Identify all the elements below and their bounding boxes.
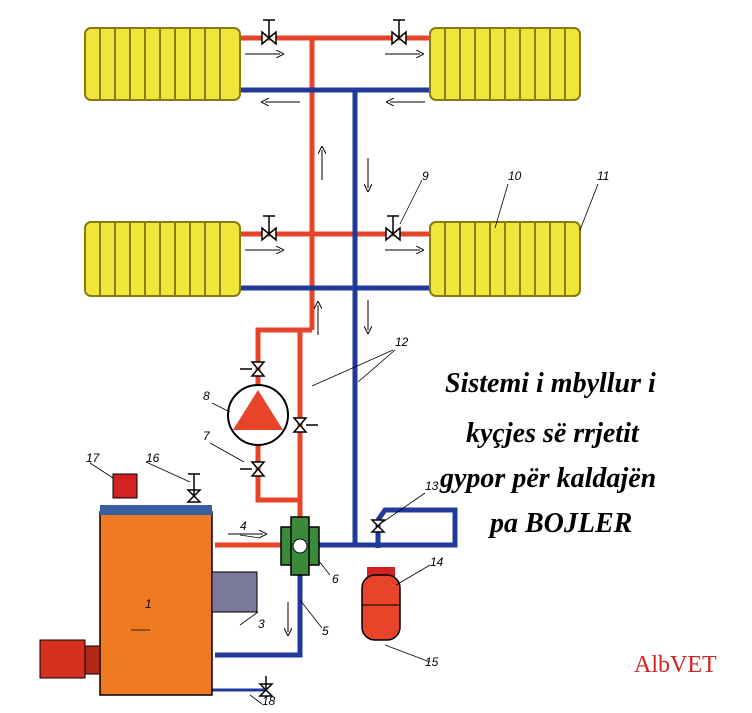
svg-text:16: 16 (146, 451, 160, 465)
safety-valve-16 (186, 473, 202, 503)
leader-lines (89, 179, 599, 705)
burner (211, 571, 258, 613)
svg-text:7: 7 (203, 429, 211, 443)
circulation-pump (227, 384, 289, 446)
boiler (99, 505, 213, 696)
svg-text:9: 9 (422, 169, 429, 183)
svg-text:3: 3 (258, 617, 265, 631)
svg-text:6: 6 (332, 572, 339, 586)
svg-text:14: 14 (430, 555, 444, 569)
radiator-top-left (84, 27, 241, 101)
return-pipes (215, 87, 458, 658)
radiator-bottom-right (429, 221, 581, 297)
svg-text:12: 12 (395, 335, 409, 349)
svg-text:1: 1 (145, 597, 152, 611)
callout-numbers: 1 3 4 5 6 7 8 9 10 11 12 13 14 15 16 17 … (86, 169, 609, 708)
svg-text:11: 11 (597, 169, 609, 183)
inlet-valve-18 (258, 676, 274, 697)
title-line-3: gypor për kaldajën (440, 463, 657, 494)
title-line-2: kyçjes së rrjetit (466, 418, 639, 449)
thermometer-17 (112, 473, 138, 499)
svg-text:18: 18 (262, 694, 276, 708)
expansion-tank (361, 567, 401, 641)
radiator-valves (261, 19, 407, 242)
title-line-1: Sistemi i mbyllur i (445, 368, 656, 399)
svg-text:10: 10 (508, 169, 522, 183)
burner-fan (39, 639, 101, 679)
flow-arrows (228, 54, 425, 632)
svg-text:8: 8 (203, 389, 210, 403)
pump-valves (240, 361, 318, 477)
svg-text:15: 15 (425, 655, 439, 669)
title-line-4: pa BOJLER (490, 508, 633, 539)
radiator-bottom-left (84, 221, 241, 297)
svg-text:4: 4 (240, 519, 247, 533)
radiator-top-right (429, 27, 581, 101)
mixing-valve (280, 516, 320, 576)
svg-text:5: 5 (322, 624, 329, 638)
svg-text:13: 13 (425, 479, 439, 493)
tank-valve-13 (370, 519, 386, 533)
svg-text:17: 17 (86, 451, 101, 465)
brand-label: AlbVET (634, 652, 717, 678)
